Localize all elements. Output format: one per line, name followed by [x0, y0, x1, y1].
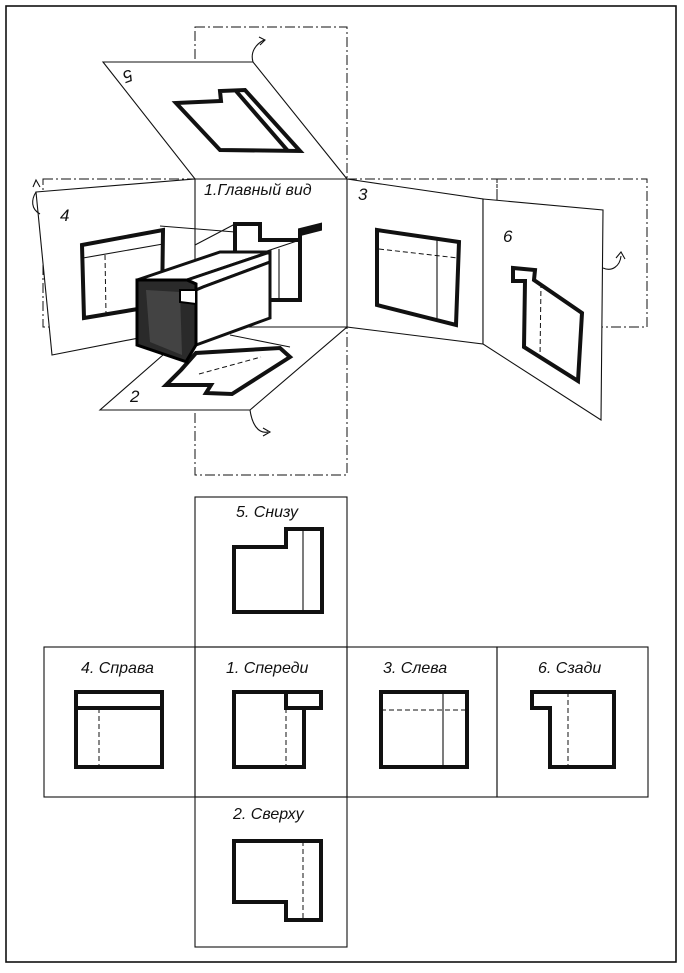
- view-top: 2. Сверху: [232, 806, 323, 922]
- plane-5-bottom: 5: [101, 36, 349, 180]
- view-left-side-label: 3. Слева: [383, 660, 447, 677]
- fold-arrow-icon: [251, 39, 265, 63]
- view-back-label: 6. Сзади: [538, 660, 601, 677]
- view-bottom: 5. Снизу: [232, 504, 324, 614]
- view-front: 1. Спереди: [226, 660, 323, 769]
- main-view-label: 1.Главный вид: [204, 182, 312, 199]
- fold-arrow-icon: [249, 409, 269, 433]
- view-top-label: 2. Сверху: [232, 806, 305, 823]
- plane-4-number: 4: [60, 206, 69, 225]
- plane-6-number: 6: [503, 227, 513, 246]
- view-left-side: 3. Слева: [379, 660, 469, 769]
- fold-arrow-icon: [32, 191, 41, 215]
- cell-back-view: [496, 646, 649, 798]
- orthographic-views: 5. Снизу 4. Справа 1. Спереди 3. Слева: [43, 496, 649, 948]
- view-right-side: 4. Справа: [74, 660, 164, 769]
- cell-top-view: [194, 796, 348, 948]
- view-front-label: 1. Спереди: [226, 660, 309, 677]
- 3d-object: [135, 223, 301, 365]
- view-right-side-label: 4. Справа: [81, 660, 154, 677]
- plane-3-number: 3: [358, 185, 368, 204]
- fold-arrow-icon: [602, 255, 622, 270]
- plane-3-right: 3: [346, 178, 484, 345]
- view-back: 6. Сзади: [530, 660, 616, 769]
- page-frame: [5, 5, 677, 963]
- plane-2-number: 2: [129, 387, 140, 406]
- plane-6-back: 6: [482, 198, 626, 422]
- view-bottom-label: 5. Снизу: [236, 504, 299, 521]
- plane-2-top: 2: [98, 326, 349, 437]
- pictorial-unfolding-views: 5 4 3 6: [32, 26, 648, 476]
